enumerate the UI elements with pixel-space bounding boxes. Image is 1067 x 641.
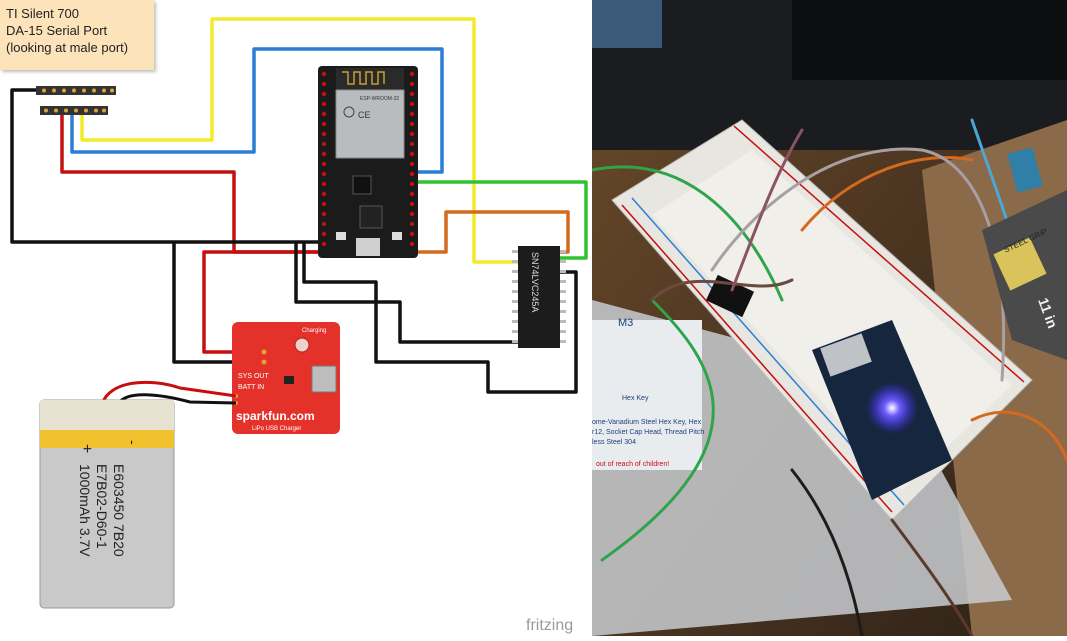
kit-ruler-label: M3: [618, 317, 633, 329]
battery-line-2: E7B02-D60-1: [94, 464, 110, 549]
charger-batt-in-label: BATT IN: [238, 384, 264, 391]
charger-sys-out-label: SYS OUT: [238, 373, 269, 380]
blue-wire: [70, 47, 444, 174]
serial-port-header: [36, 86, 116, 115]
fritzing-diagram: ESP-WROOM-32 CE SN74LVC245A Ch: [0, 0, 588, 634]
chip-label: SN74LVC245A: [530, 252, 540, 312]
black-wire-chip-1: [294, 242, 518, 344]
battery-minus: -: [125, 440, 141, 445]
kit-text-1: Hex Key: [622, 395, 649, 402]
kit-text-2: ome-Vanadium Steel Hex Key, Hex: [592, 419, 702, 426]
breadboard-photo: M3 Hex Key ome-Vanadium Steel Hex Key, H…: [592, 0, 1067, 636]
battery-line-3: 1000mAh 3.7V: [77, 464, 93, 557]
green-wire: [418, 180, 588, 260]
fritzing-watermark: fritzing: [526, 617, 573, 634]
kit-text-5: out of reach of children!: [596, 461, 669, 468]
serial-port-note: TI Silent 700 DA-15 Serial Port (looking…: [0, 0, 154, 70]
battery-red-lead: [100, 380, 237, 405]
charger-product-label: LiPo USB Charger: [252, 426, 301, 432]
photo-illustration: M3 Hex Key ome-Vanadium Steel Hex Key, H…: [592, 0, 1067, 636]
note-line-2: DA-15 Serial Port: [6, 23, 108, 38]
note-line-1: TI Silent 700: [6, 6, 79, 21]
orange-wire: [418, 210, 570, 254]
black-wire-chip-2: [302, 242, 578, 394]
charger-brand-label: sparkfun.com: [236, 409, 315, 423]
note-line-3: (looking at male port): [6, 40, 129, 55]
wiring-schematic: ESP-WROOM-32 CE SN74LVC245A Ch: [10, 17, 588, 634]
yellow-wire: [80, 17, 518, 264]
lipo-battery: - + E603450 7B20 E7B02-D60-1 1000mAh 3.7…: [39, 399, 175, 609]
kit-text-4: less Steel 304: [592, 439, 636, 446]
lipo-charger-board: Charging SYS OUT BATT IN sparkfun.com Li…: [232, 322, 340, 434]
black-wire-header: [10, 88, 318, 244]
level-shifter-chip: SN74LVC245A: [512, 246, 566, 348]
svg-text:CE: CE: [358, 110, 371, 120]
esp32-module-label: ESP-WROOM-32: [360, 96, 399, 102]
kit-text-3: r12, Socket Cap Head, Thread Pitch: [592, 429, 704, 436]
red-wire-header: [60, 110, 318, 254]
esp32-board: ESP-WROOM-32 CE: [318, 66, 418, 258]
charger-top-label: Charging: [302, 328, 326, 334]
battery-line-1: E603450 7B20: [111, 464, 127, 557]
battery-plus: +: [78, 444, 95, 453]
